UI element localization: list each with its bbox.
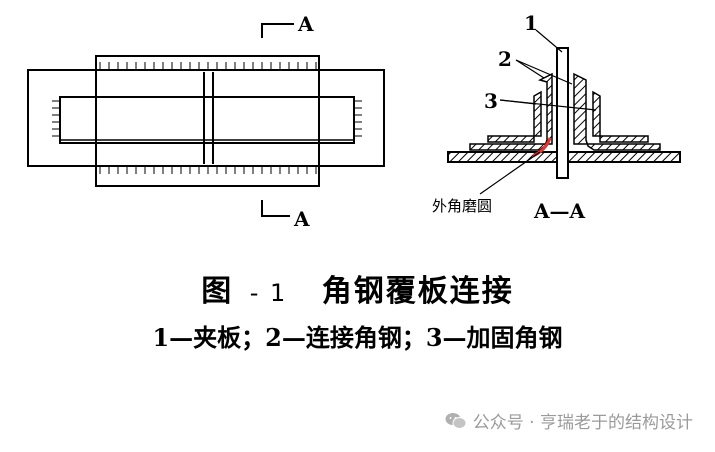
reinforcing-angle-right — [592, 90, 649, 143]
title-number-value: 1 — [270, 279, 288, 307]
title-text: 角钢覆板连接 — [321, 274, 514, 309]
splice-plate-1 — [556, 47, 569, 179]
section-marker: A—A — [533, 199, 586, 223]
wechat-icon — [445, 412, 467, 429]
section-label-bottom: A — [293, 207, 310, 231]
watermark: 公众号 · 亨瑞老于的结构设计 — [445, 408, 693, 433]
leader-3b — [499, 99, 597, 111]
part-number-2: 2 — [498, 47, 512, 71]
watermark-text: 公众号 · 亨瑞老于的结构设计 — [472, 413, 693, 433]
leader-1 — [535, 29, 563, 53]
leader-2b — [515, 59, 573, 85]
title-number: - 1 — [250, 279, 288, 307]
section-cut-bottom — [261, 200, 290, 217]
leader-annotation — [479, 151, 541, 195]
part-number-3: 3 — [484, 89, 498, 113]
connecting-angle-left — [469, 72, 553, 151]
part-number-1: 1 — [524, 11, 538, 35]
annotation-rounded-corner: 外角磨圆 — [432, 197, 492, 215]
title-dash: - — [249, 279, 261, 307]
figure-title: 图 - 1 角钢覆板连接 — [0, 266, 715, 310]
section-cut-top — [261, 23, 294, 38]
weld-ticks — [52, 62, 362, 174]
inner-angle-outline — [59, 96, 355, 144]
plan-view: A A — [27, 12, 385, 231]
section-label-top: A — [297, 12, 314, 36]
leader-2a — [515, 59, 545, 79]
reinforcing-angle-left — [487, 90, 542, 143]
section-view: 1 2 3 外角磨圆 A—A — [432, 11, 681, 223]
figure-legend: 1—夹板；2—连接角钢；3—加固角钢 — [152, 323, 563, 352]
title-prefix: 图 — [201, 274, 234, 309]
connecting-angle-right — [573, 72, 661, 151]
outer-plate — [27, 69, 385, 167]
